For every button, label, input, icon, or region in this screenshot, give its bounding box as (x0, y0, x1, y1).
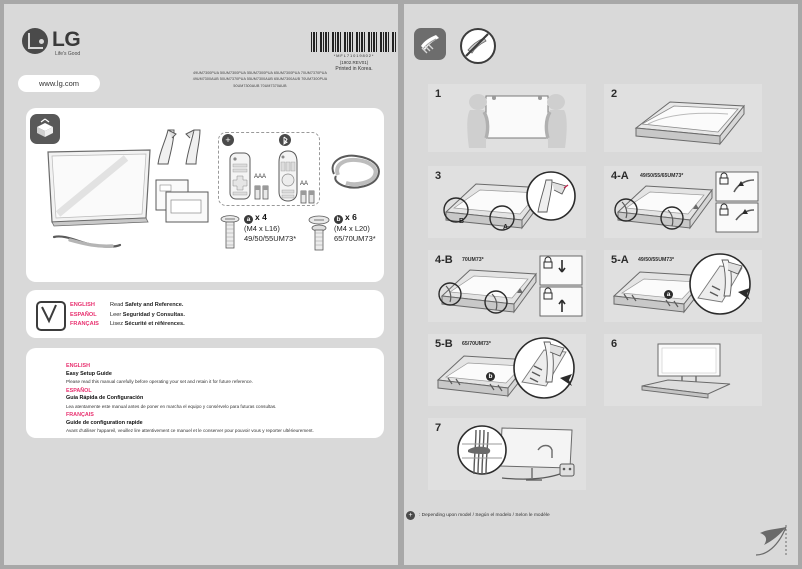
do-not-press-screen-icon (460, 28, 496, 64)
step-panel-2: 2 (604, 84, 762, 152)
step-panel-1: 1 (428, 84, 586, 152)
battery-aaa-illustration (254, 184, 270, 200)
step-number-6: 6 (611, 338, 618, 350)
safety-row: ESPAÑOL Leer Seguridad y Consultas. (70, 311, 185, 319)
plus-badge-icon: + (222, 134, 234, 146)
lg-wordmark: LG (52, 28, 81, 51)
step-number-7: 7 (435, 422, 442, 434)
guide-title-en: Easy Setup Guide (66, 370, 112, 377)
tv-panel-illustration (46, 148, 154, 227)
step-number-4a: 4-A (611, 170, 629, 182)
step-number-4b: 4-B (435, 254, 453, 266)
battery-aaa-label: AAA (254, 174, 267, 180)
lg-logo: LG Life's Good (22, 28, 94, 58)
step5b-chip-b: b (486, 372, 495, 381)
step-number-5a: 5-A (611, 254, 629, 266)
battery-aa-illustration (300, 190, 316, 204)
safety-text-fr: Lisez Sécurité et références. (110, 321, 185, 327)
revision-label: (1902.REV01) (339, 60, 369, 65)
safety-text-en: Read Safety and Reference. (110, 302, 184, 308)
step-number-3: 3 (435, 170, 442, 182)
screw-b-models: 65/70UM73* (334, 234, 376, 243)
guide-lang-en: ENGLISH (66, 363, 90, 369)
step-panel-6: 6 (604, 334, 762, 406)
barcode-image (311, 32, 397, 52)
safety-row: ENGLISH Read Safety and Reference. (70, 301, 185, 309)
model-line-3: 50UM7300AUB 70UM7370AUB (233, 83, 287, 88)
lg-mark-icon (22, 28, 48, 54)
screw-b-chip: b (334, 215, 343, 224)
model-line-1: 49UM7300PUA 50UM7300PUA 55UM7300PUA 65UM… (193, 71, 327, 75)
checkmark-manual-icon (36, 301, 66, 331)
open-box-icon (30, 114, 60, 144)
stand-legs-illustration (152, 126, 208, 166)
safety-lang-fr: FRANÇAIS (70, 321, 99, 327)
guide-desc-es: Lea atentamente este manual antes de pon… (66, 403, 277, 409)
cable-holder-illustration (326, 152, 384, 192)
guide-title-es: Guía Rápida de Configuración (66, 395, 144, 401)
step5a-chip-a: a (664, 290, 673, 299)
step-panel-5b: 5-B 65/70UM73* b (428, 334, 586, 406)
footnote-text: : Depending upon model / Según el modelo… (419, 513, 550, 518)
lg-tagline: Life's Good (55, 51, 81, 57)
step-sub-4a: 49/50/55/65UM73* (640, 173, 684, 179)
remote-controls-group (218, 132, 320, 206)
step-panel-4a: 4-A 49/50/55/65UM73* (604, 166, 762, 238)
step-sub-5a: 49/50/55UM73* (638, 257, 675, 263)
step-sub-4b: 70UM73* (462, 257, 484, 263)
barcode-block: *MFL71019802* (1902.REV01) Printed in Ko… (311, 32, 397, 72)
guide-blocks: ENGLISH Easy Setup Guide Please read thi… (66, 363, 356, 437)
standard-remote-illustration (228, 152, 252, 200)
guide-block-fr: FRANÇAIS Guide de configuration rapide A… (66, 412, 356, 434)
barcode-number: *MFL71019802* (333, 53, 375, 58)
safety-lang-en: ENGLISH (70, 302, 95, 308)
step-number-1: 1 (435, 88, 442, 100)
safety-text-es: Leer Seguridad y Consultas. (110, 311, 185, 318)
safety-card (26, 290, 384, 338)
step3-label-b: B (459, 218, 465, 225)
step-number-5b: 5-B (435, 338, 453, 350)
model-line-2: 49UM7300AUB 50UM7370PUA 55UM7300AUB 65UM… (192, 77, 328, 82)
wear-gloves-icon (414, 28, 446, 60)
guide-card (26, 348, 384, 438)
guide-block-en: ENGLISH Easy Setup Guide Please read thi… (66, 363, 356, 385)
guide-title-fr: Guide de configuration rapide (66, 419, 143, 426)
cable-tie-illustration (52, 234, 122, 252)
manuals-illustration (154, 176, 214, 226)
step-panel-3: 3 B A (428, 166, 586, 238)
bluetooth-badge-icon (279, 134, 291, 146)
guide-desc-fr: Avant d'utiliser l'appareil, veuillez li… (66, 428, 314, 433)
page-turn-icon (752, 519, 796, 563)
printed-in-label: Printed in Korea. (335, 66, 373, 72)
step-sub-5b: 65/70UM73* (462, 341, 491, 347)
guide-block-es: ESPAÑOL Guía Rápida de Configuración Lea… (66, 388, 356, 410)
left-sheet: LG Life's Good www.lg.com *MFL71019802* … (4, 4, 398, 565)
website-label: www.lg.com (38, 79, 79, 88)
screw-b-spec: (M4 x L20) (334, 224, 370, 233)
step-number-2: 2 (611, 88, 618, 100)
plus-badge-icon: + (406, 511, 415, 520)
safety-row: FRANÇAIS Lisez Sécurité et références. (70, 320, 185, 328)
model-number-list: 49UM7300PUA 50UM7300PUA 55UM7300PUA 65UM… (124, 70, 396, 89)
guide-lang-fr: FRANÇAIS (66, 412, 94, 418)
step3-label-a: A (503, 224, 509, 231)
safety-lang-es: ESPAÑOL (70, 311, 97, 318)
screw-a-spec: (M4 x L16) (244, 224, 280, 233)
guide-lang-es: ESPAÑOL (66, 387, 92, 394)
screw-a-chip: a (244, 215, 253, 224)
screw-a-models: 49/50/55UM73* (244, 234, 297, 243)
step-panel-5a: 5-A 49/50/55UM73* a (604, 250, 762, 322)
magic-remote-illustration (276, 150, 300, 202)
footnote: + : Depending upon model / Según el mode… (406, 511, 550, 520)
step-panel-7: 7 (428, 418, 586, 490)
website-pill[interactable]: www.lg.com (18, 75, 100, 92)
battery-aa-label: AA (300, 181, 309, 187)
guide-desc-en: Please read this manual carefully before… (66, 379, 253, 384)
safety-language-rows: ENGLISH Read Safety and Reference. ESPAÑ… (70, 301, 185, 330)
step-panel-4b: 4-B 70UM73* (428, 250, 586, 322)
